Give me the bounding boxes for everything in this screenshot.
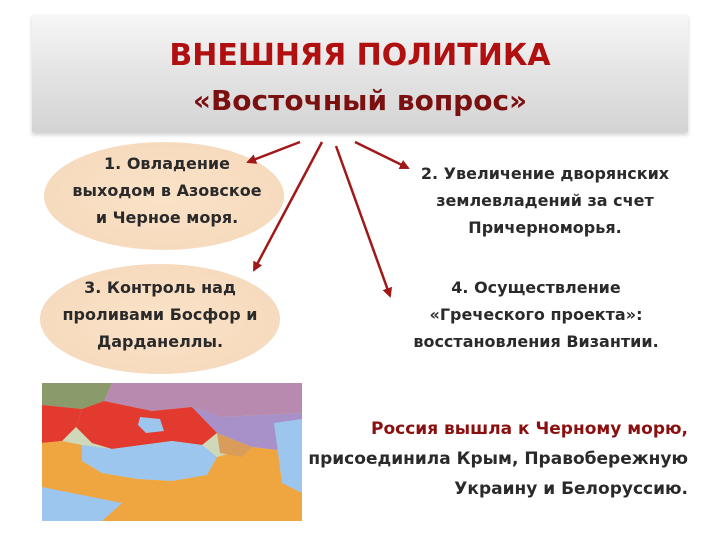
page-title: ВНЕШНЯЯ ПОЛИТИКА: [169, 38, 551, 73]
map-image: [42, 383, 302, 521]
goal-3-oval: [40, 264, 280, 374]
result-text: Россия вышла к Черному морю, присоединил…: [232, 414, 688, 504]
arrow-to-goal-2: [354, 140, 410, 170]
goal-4-text: 4. Осуществление «Греческого проекта»: в…: [413, 278, 659, 351]
arrow-to-goal-1: [246, 140, 301, 164]
arrow-to-goal-3: [252, 141, 324, 272]
page-subtitle: «Восточный вопрос»: [192, 84, 528, 117]
result-line-1: Россия вышла к Черному морю,: [370, 419, 688, 439]
goal-1-text: 1. Овладение выходом в Азовское и Черное…: [72, 154, 262, 227]
goal-2-text: 2. Увеличение дворянских землевладений з…: [420, 164, 670, 237]
goal-3-text: 3. Контроль над проливами Босфор и Дарда…: [62, 278, 258, 351]
title-banner: [32, 14, 688, 132]
arrow-to-goal-4: [334, 145, 392, 298]
result-line-3: Украину и Белоруссию.: [454, 479, 688, 499]
goal-1-oval: [44, 142, 284, 250]
result-line-2: присоединила Крым, Правобережную: [308, 449, 688, 469]
